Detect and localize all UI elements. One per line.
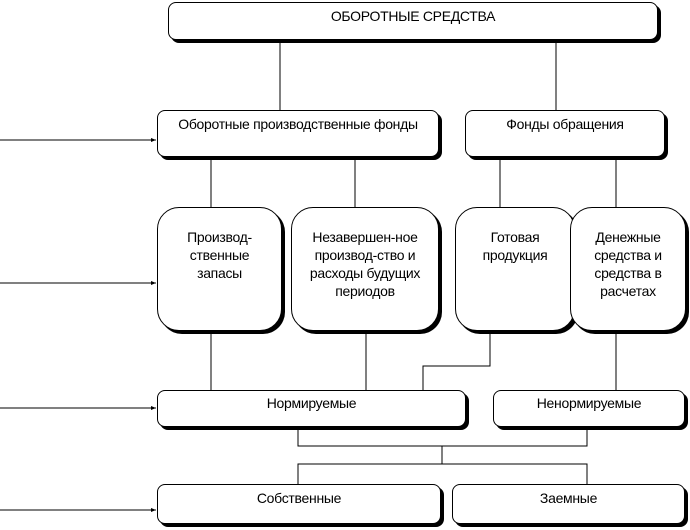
node-label: Заемные: [539, 490, 598, 506]
root-label: ОБОРОТНЫЕ СРЕДСТВА: [330, 8, 496, 24]
node-non-normalized: Ненормируемые: [493, 390, 685, 427]
node-label: Готовая продукция: [482, 229, 548, 263]
node-own-funds: Собственные: [157, 484, 441, 524]
node-working-production-funds: Оборотные производственные фонды: [157, 110, 439, 157]
node-label: Фонды обращения: [506, 116, 624, 132]
node-label: Денежные средства и средства в расчетах: [594, 229, 662, 299]
node-label: Нормируемые: [266, 395, 357, 411]
node-cash-and-settlements: Денежные средства и средства в расчетах: [570, 207, 686, 331]
connector: [297, 463, 588, 484]
node-label: Оборотные производственные фонды: [178, 116, 418, 132]
node-label: Собственные: [256, 490, 342, 506]
node-label: Ненормируемые: [536, 395, 642, 411]
node-production-stocks: Производ-ственные запасы: [157, 207, 282, 331]
node-label: Производ-ственные запасы: [187, 229, 252, 281]
connector: [422, 332, 491, 390]
node-finished-goods: Готовая продукция: [455, 207, 575, 331]
connector: [297, 427, 588, 447]
node-label: Незавершен-ное производ-ство и расходы б…: [309, 229, 421, 299]
node-circulation-funds: Фонды обращения: [465, 110, 665, 157]
node-borrowed-funds: Заемные: [452, 484, 685, 524]
node-work-in-progress: Незавершен-ное производ-ство и расходы б…: [291, 207, 439, 331]
root-node: ОБОРОТНЫЕ СРЕДСТВА: [168, 2, 658, 40]
node-normalized: Нормируемые: [157, 390, 466, 427]
